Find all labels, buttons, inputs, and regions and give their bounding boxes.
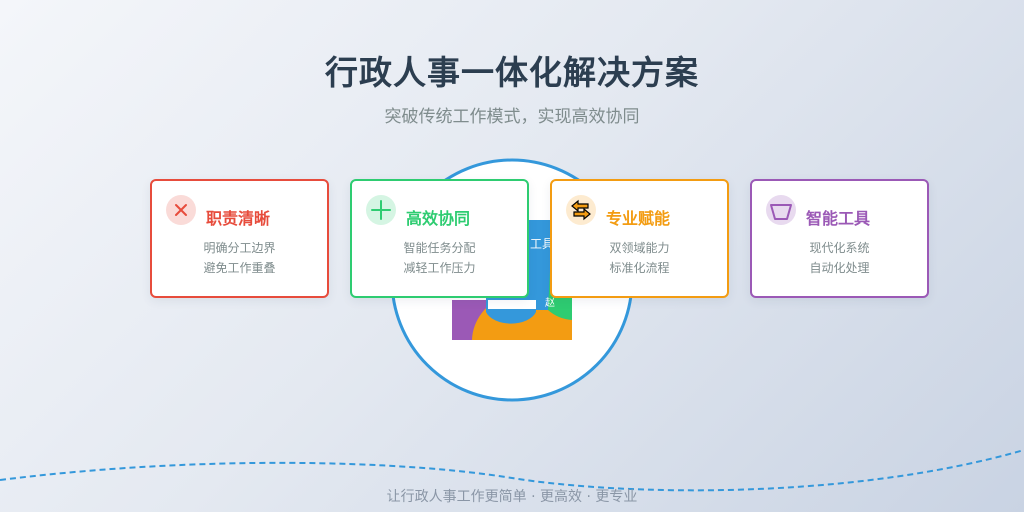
hub-fragment-label-2: 赵: [545, 296, 555, 309]
feature-card-smart-tools: 智能工具 现代化系统 自动化处理: [750, 179, 929, 298]
feature-card-responsibility: 职责清晰 明确分工边界 避免工作重叠: [150, 179, 329, 298]
card-line: 减轻工作压力: [403, 261, 476, 275]
feature-card-empowerment: 专业赋能 双领域能力 标准化流程: [550, 179, 729, 298]
footer-tagline: 让行政人事工作更简单 · 更高效 · 更专业: [386, 489, 638, 505]
card-line: 标准化流程: [609, 261, 670, 275]
card-line: 避免工作重叠: [203, 261, 276, 275]
card-line: 现代化系统: [809, 241, 870, 255]
card-line: 明确分工边界: [203, 241, 276, 255]
card-line: 双领域能力: [609, 241, 670, 255]
close-x-icon: [166, 195, 196, 225]
plus-icon: [366, 195, 396, 225]
card-title: 职责清晰: [206, 209, 271, 228]
arrows-icon: [566, 195, 596, 225]
trapezoid-icon: [766, 195, 796, 225]
card-title: 专业赋能: [606, 209, 671, 228]
card-line: 智能任务分配: [403, 241, 476, 255]
hub-fragment-label-1: 工具: [530, 237, 554, 251]
page-subtitle: 突破传统工作模式，实现高效协同: [384, 107, 640, 127]
card-title: 高效协同: [406, 209, 471, 228]
card-line: 自动化处理: [809, 261, 870, 275]
feature-card-collaboration: 高效协同 智能任务分配 减轻工作压力: [350, 179, 529, 298]
card-title: 智能工具: [806, 209, 871, 228]
page-title: 行政人事一体化解决方案: [325, 53, 699, 92]
